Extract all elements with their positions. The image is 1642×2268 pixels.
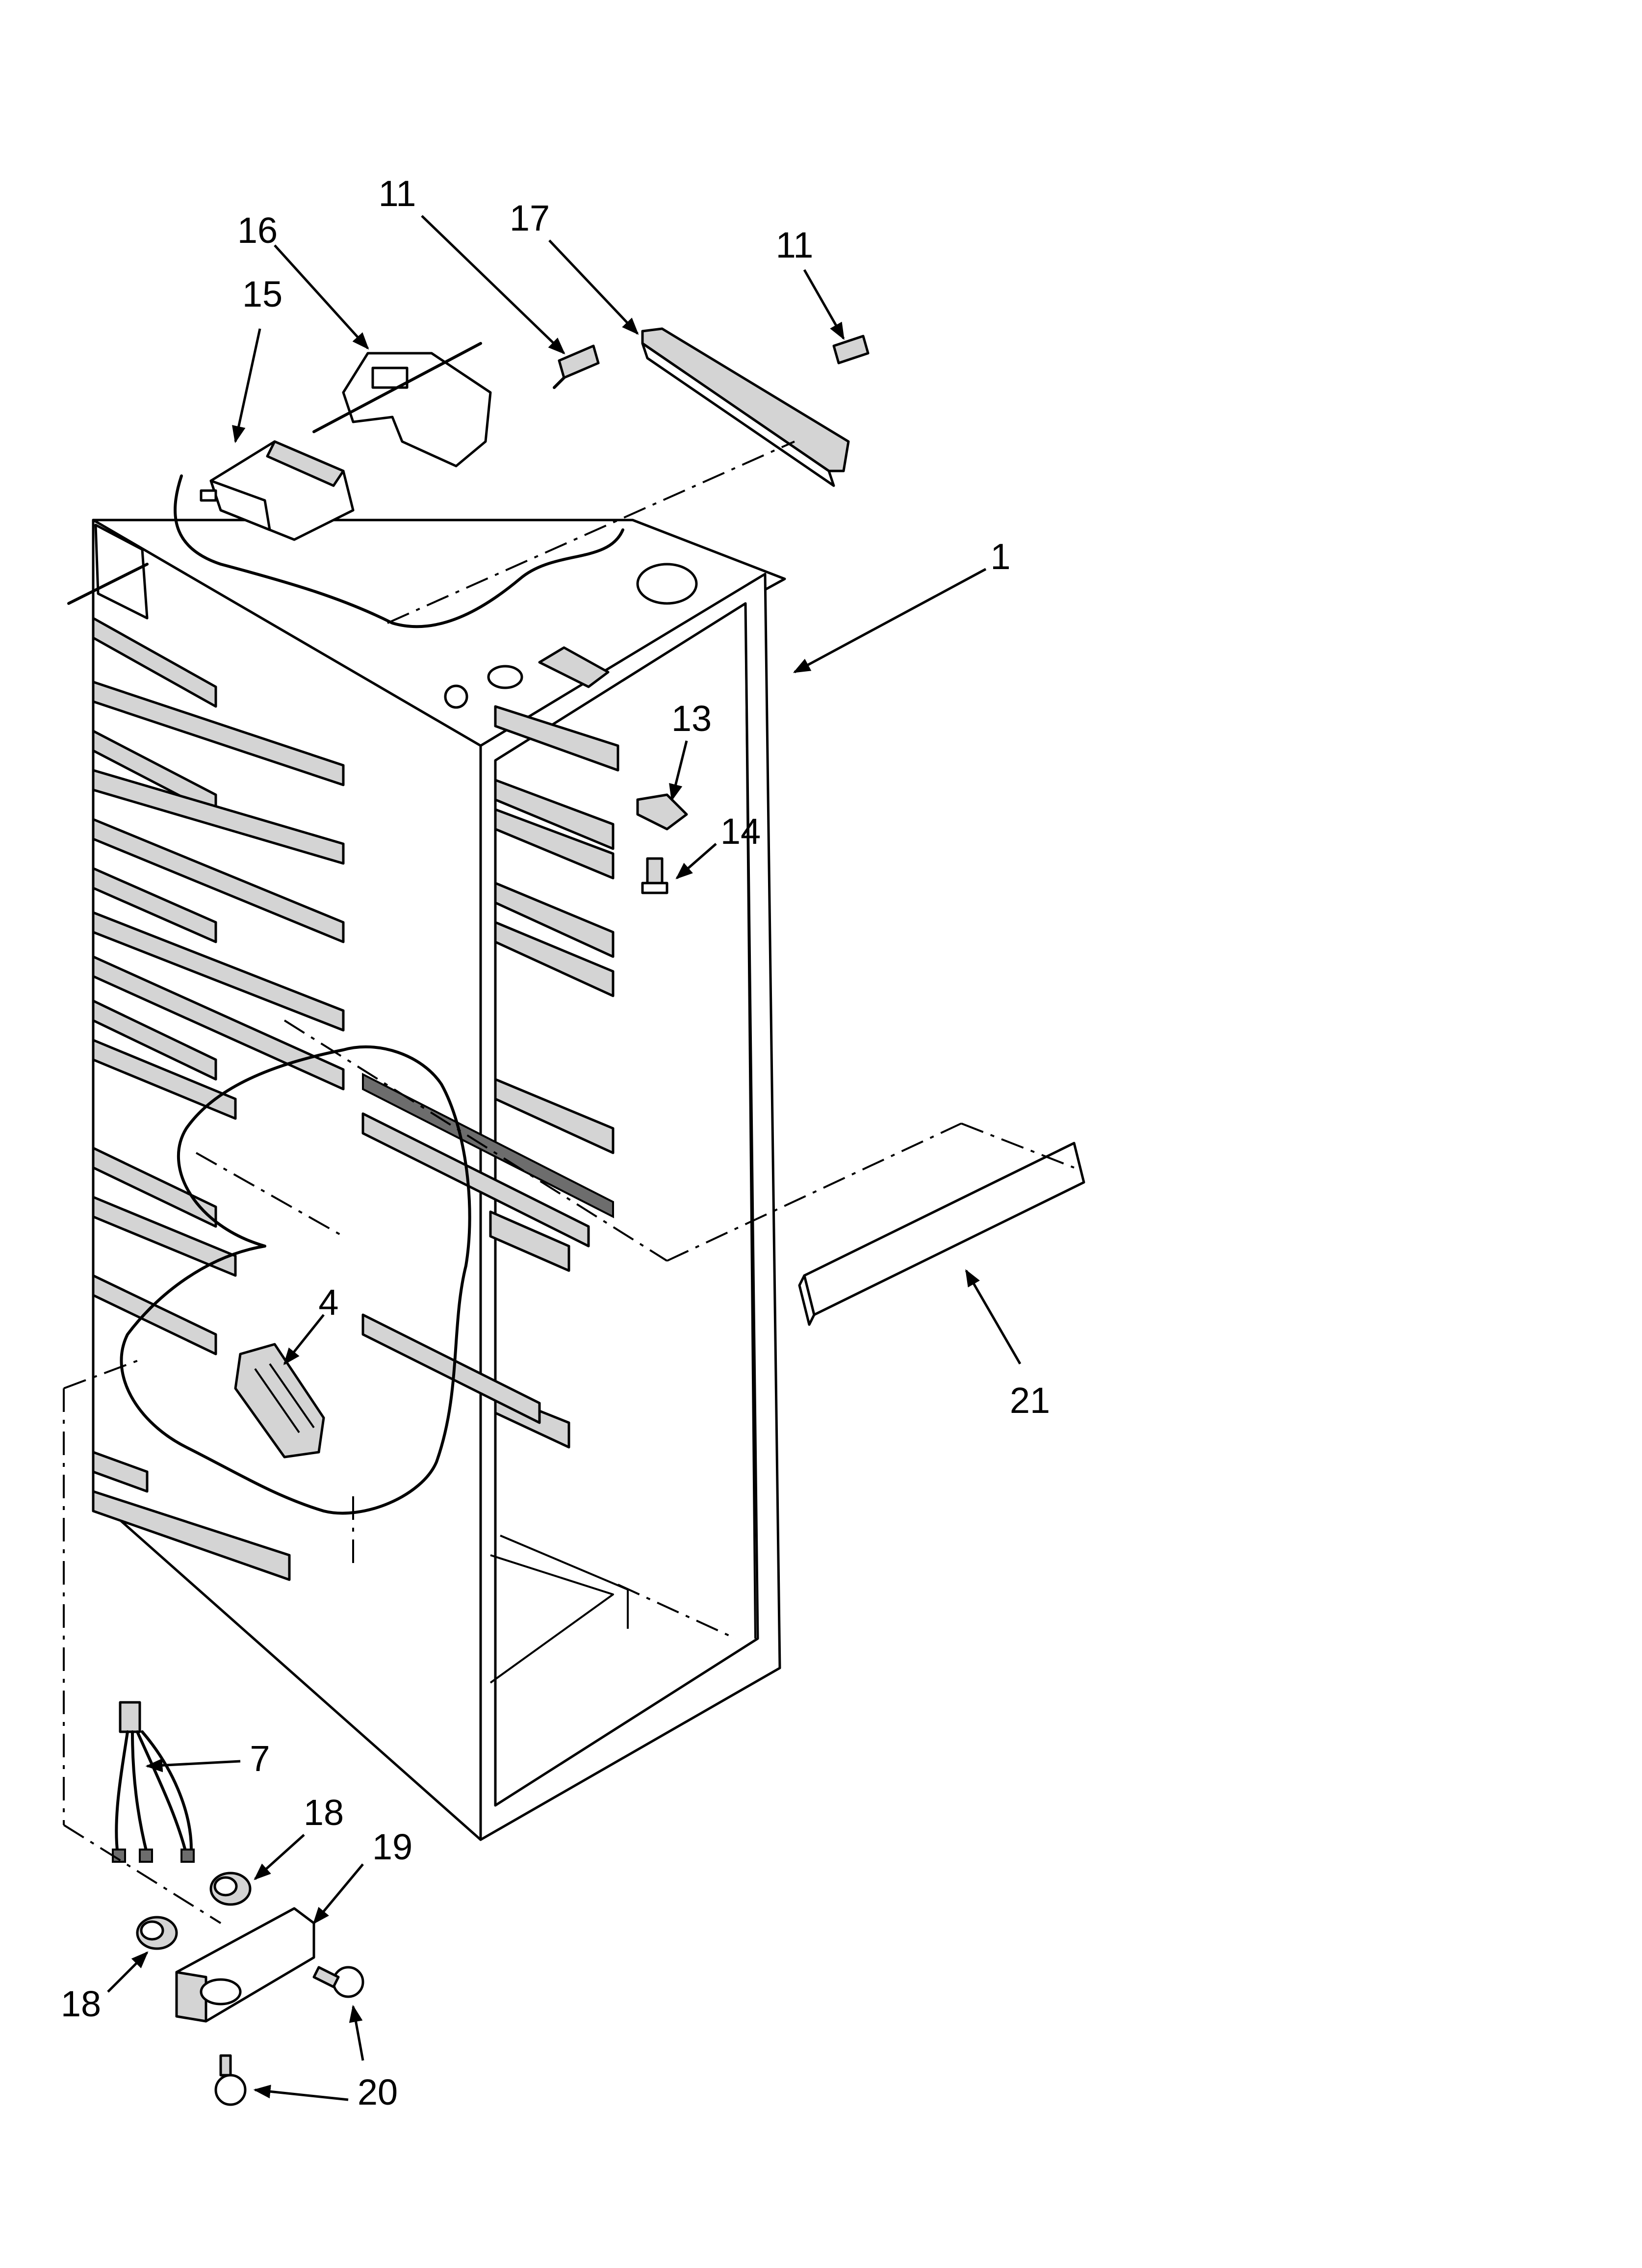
leader-14 [675, 843, 717, 880]
part-13-clip [636, 793, 688, 831]
leader-4 [283, 1314, 325, 1365]
top-cutaway-outline [174, 474, 624, 628]
part-18-socket-upper [209, 1872, 252, 1906]
part-20-bulb-left [214, 2054, 247, 2106]
leader-18b [107, 1951, 149, 1993]
left-wall-shelf-rails [92, 617, 345, 1581]
leader-1 [793, 568, 987, 674]
part-4-light-cover [234, 1343, 325, 1459]
callout-16: 16 [237, 210, 278, 251]
interior-cutaway-outline [120, 1045, 471, 1515]
callout-18a: 18 [304, 1792, 344, 1833]
leader-18a [254, 1834, 305, 1880]
callout-17: 17 [510, 198, 550, 238]
part-11-screw-right [832, 335, 870, 365]
part-14-screw [641, 857, 668, 894]
leader-13 [669, 740, 688, 802]
leader-16 [274, 244, 369, 350]
callout-14: 14 [720, 811, 761, 852]
refrigerator-liner [67, 519, 786, 1841]
callout-11b: 11 [776, 225, 814, 265]
part-21-panel [798, 1142, 1085, 1326]
leader-19 [312, 1863, 364, 1925]
leader-11b [803, 269, 845, 340]
callout-15: 15 [242, 274, 282, 314]
leader-15 [232, 328, 261, 443]
callout-13: 13 [671, 698, 712, 739]
part-18-socket-lower [136, 1916, 178, 1950]
assembly-guide-lines [63, 441, 1075, 1924]
part-17-channel-strip [641, 327, 850, 487]
part-11-screw-left [553, 344, 600, 389]
callout-18b: 18 [61, 1983, 101, 2024]
callout-20: 20 [358, 2072, 398, 2112]
part-20-bulb-right [312, 1966, 364, 1998]
leader-lines [107, 215, 1022, 2101]
part-15-control-housing [200, 440, 355, 541]
part-7-wire-harness [112, 1701, 195, 1863]
leader-7 [145, 1758, 241, 1773]
callout-4: 4 [318, 1282, 338, 1323]
leader-21 [965, 1269, 1022, 1365]
leader-20a [349, 2005, 364, 2061]
leader-20b [253, 2085, 349, 2101]
right-wall-shelf-rails [361, 705, 619, 1449]
callout-7: 7 [250, 1738, 270, 1779]
callout-19: 19 [372, 1826, 412, 1867]
leader-11a [421, 215, 565, 355]
part-19-light-housing [175, 1907, 315, 2023]
callout-labels: 1 4 7 11 11 13 14 15 16 17 18 18 19 20 2… [61, 173, 1050, 2112]
callout-1: 1 [990, 536, 1010, 577]
part-16-bracket [312, 342, 492, 468]
callout-21: 21 [1010, 1380, 1050, 1421]
callout-11a: 11 [379, 173, 416, 214]
leader-17 [548, 239, 639, 335]
